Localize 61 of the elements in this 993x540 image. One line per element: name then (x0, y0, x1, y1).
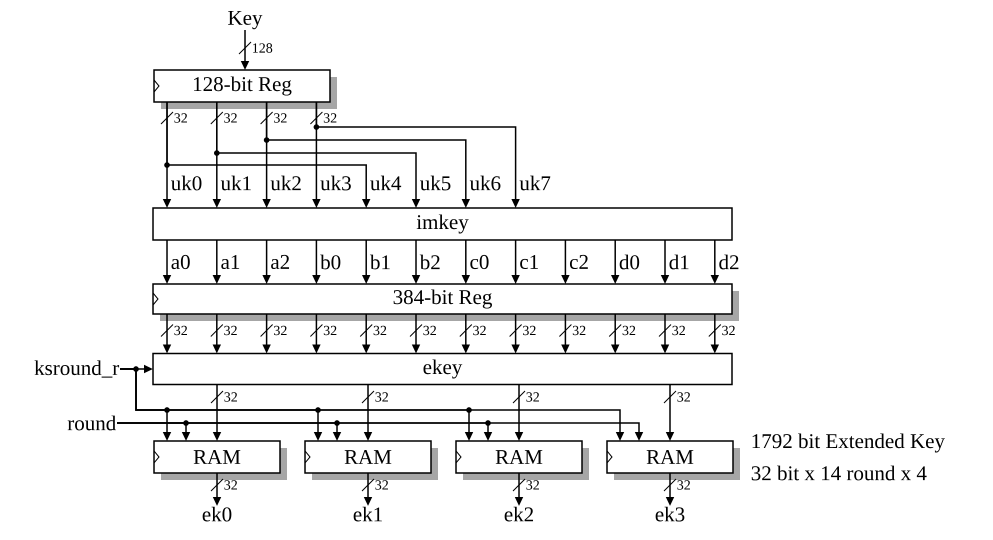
edge-label: 32 (224, 480, 237, 490)
edge-label: 32 (572, 326, 586, 336)
edge-label: 32 (672, 326, 685, 336)
edge-label: 32 (677, 480, 690, 490)
edge-label: c1 (520, 254, 538, 270)
edge-label: b2 (420, 254, 440, 270)
edge-label: 32 (224, 392, 237, 402)
edge-label: uk0 (171, 176, 202, 190)
edge-label: 32 (523, 326, 536, 336)
signal-label: ek0 (202, 506, 232, 522)
bus-width-label: 32 (224, 113, 237, 123)
signal-label: ek2 (504, 506, 534, 522)
edge-label: 32 (174, 326, 187, 336)
edge-label: uk4 (370, 176, 402, 190)
bus-width-label: 32 (324, 113, 336, 123)
edge-label: a0 (172, 254, 190, 270)
signal-label: ek1 (354, 506, 382, 522)
edge-label: 32 (722, 326, 735, 336)
edge-label: 32 (526, 392, 539, 402)
signal-label: Key (228, 10, 262, 30)
edge-label: 32 (224, 326, 237, 336)
edge-label: uk6 (470, 176, 500, 190)
edge-label: 32 (473, 326, 486, 336)
register-box: RAM (606, 440, 740, 480)
note-text: 1792 bit Extended Key (752, 433, 945, 453)
edge-label: d2 (719, 254, 738, 270)
signal-label: round (68, 416, 116, 430)
edge-label: c0 (470, 254, 489, 270)
edge-label: uk3 (320, 176, 351, 190)
register-box: RAM (304, 440, 438, 480)
register-box: 128-bit Reg (153, 69, 337, 109)
edge-label: 32 (677, 392, 690, 402)
edge-label: c2 (570, 254, 588, 270)
logic-block: ekey (152, 352, 733, 386)
edge-label: d1 (670, 254, 688, 270)
register-box: RAM (455, 440, 589, 480)
signal-label: ksround_r (34, 360, 120, 378)
edge-label: 32 (375, 392, 388, 402)
edge-label: uk1 (220, 176, 251, 190)
edge-label: d0 (620, 254, 640, 270)
edge-label: a1 (221, 254, 240, 270)
edge-label: a2 (271, 254, 290, 270)
edge-label: uk5 (420, 176, 450, 190)
edge-label: 32 (423, 326, 436, 336)
register-box: RAM (153, 440, 287, 480)
edge-label: 32 (324, 326, 336, 336)
signal-label: ek3 (656, 506, 684, 522)
edge-label: 32 (374, 326, 386, 336)
edge-label: 32 (622, 326, 636, 336)
logic-block: imkey (152, 207, 733, 241)
bus-width-label: 32 (274, 113, 287, 123)
edge-label: b0 (320, 254, 340, 270)
bus-width-label: 32 (174, 113, 187, 123)
edge-label: 32 (274, 326, 287, 336)
edge-label: 128 (252, 43, 272, 53)
register-box: 384-bit Reg (152, 283, 739, 321)
edge-label: uk2 (270, 176, 301, 190)
edge-label: 32 (526, 480, 539, 490)
edge-label: uk7 (520, 176, 550, 190)
edge-label: 32 (375, 480, 388, 490)
edge-label: b1 (370, 254, 390, 270)
